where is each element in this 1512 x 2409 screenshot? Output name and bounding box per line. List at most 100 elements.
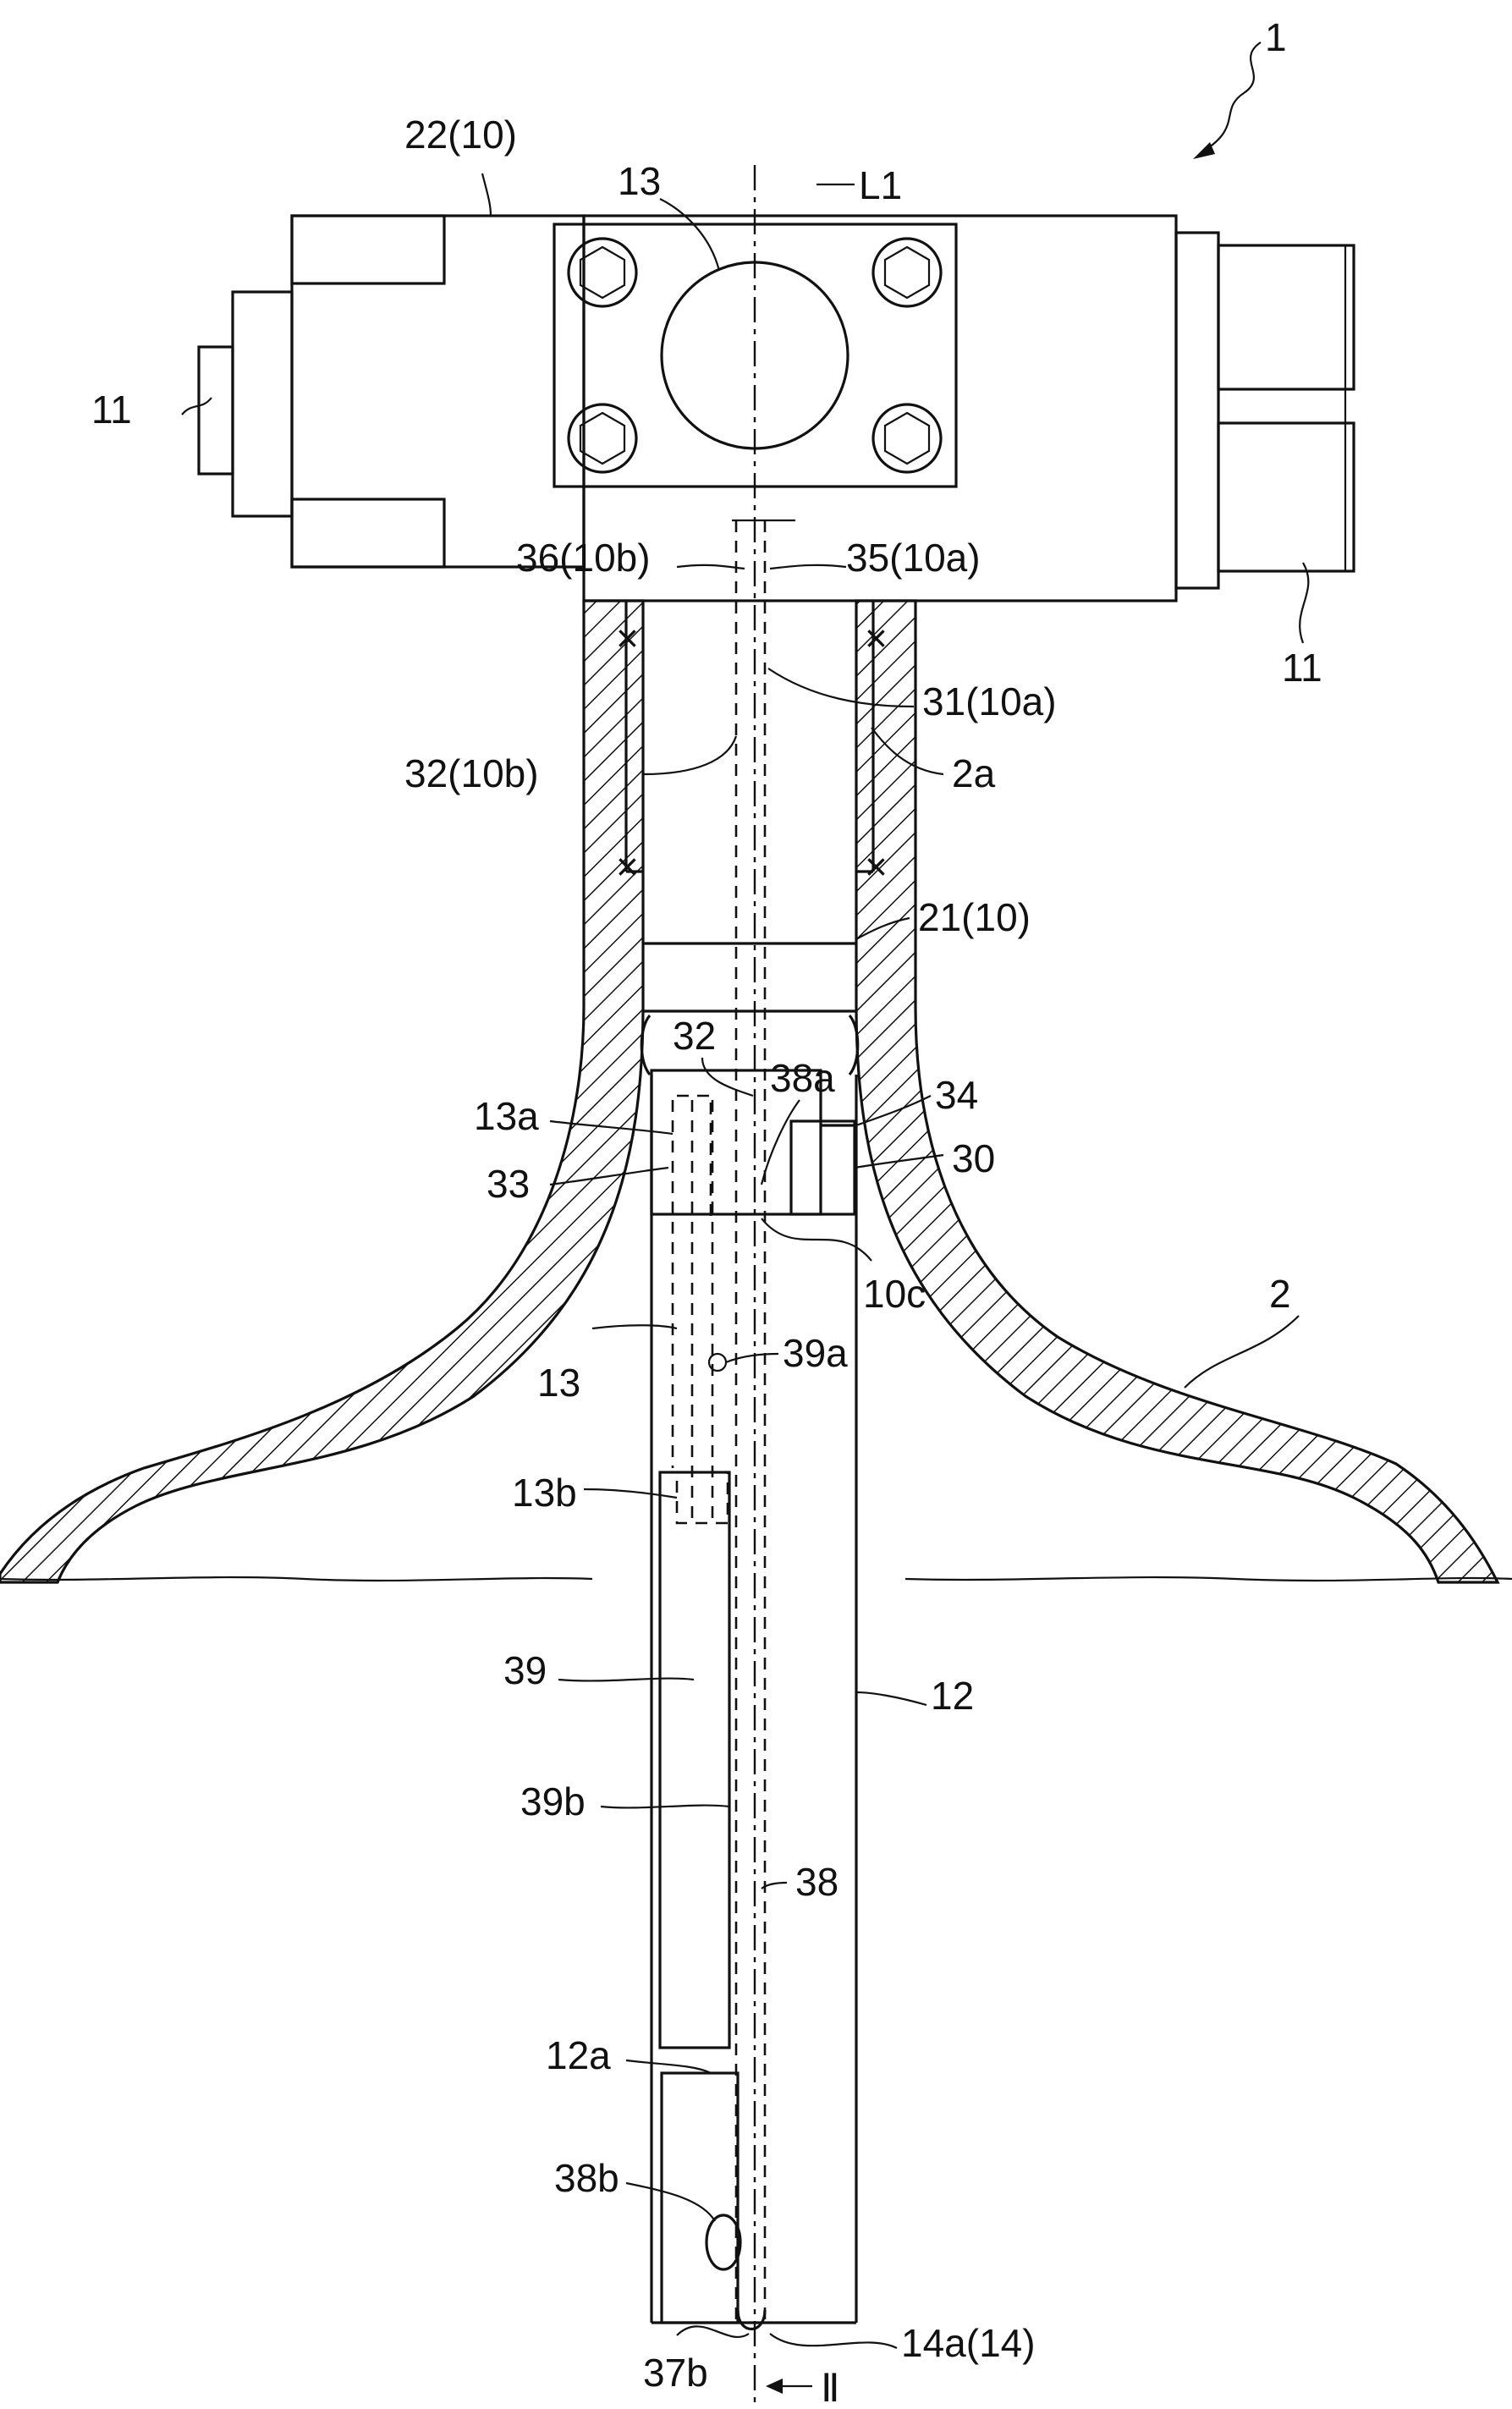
- leader-12a: [625, 2059, 712, 2074]
- section-arrow-head: [766, 2379, 783, 2394]
- arrow-1: [1193, 142, 1215, 159]
- port-38b: [705, 2214, 742, 2271]
- leader-21: [855, 916, 910, 940]
- label-21-10: 21(10): [918, 895, 1031, 939]
- label-38: 38: [795, 1860, 838, 1904]
- leader-14a: [769, 2333, 898, 2349]
- left-fitting-11: [197, 345, 234, 476]
- spool-21: [640, 942, 860, 1076]
- head-left-notch-bottom: [290, 498, 446, 569]
- leader-13-top: [659, 198, 721, 272]
- housing-left-wall: [0, 599, 645, 1584]
- label-34: 34: [935, 1073, 978, 1117]
- seal-mark-tr: ×: [865, 616, 888, 660]
- label-35-10a: 35(10a): [846, 536, 981, 580]
- label-37b: 37b: [643, 2351, 708, 2395]
- leader-39a: [725, 1352, 779, 1364]
- label-13b: 13b: [512, 1471, 577, 1515]
- label-39: 39: [503, 1648, 547, 1692]
- break-line-left: [0, 1576, 593, 1582]
- label-38a: 38a: [770, 1056, 835, 1100]
- label-31-10a: 31(10a): [922, 679, 1057, 723]
- internal-passages: [732, 519, 795, 2327]
- leader-12: [855, 1691, 927, 1707]
- lower-section-12a: [660, 2071, 740, 2324]
- bolt-br: [871, 403, 943, 474]
- leader-13-mid: [591, 1324, 678, 1330]
- leader-31: [767, 668, 915, 708]
- leader-lines: [181, 41, 1310, 2394]
- seal-mark-bl: ×: [616, 844, 639, 888]
- label-38b: 38b: [554, 2156, 619, 2200]
- head-left-extension: [290, 214, 586, 569]
- label-11-right: 11: [1282, 646, 1322, 690]
- leader-1: [1201, 41, 1262, 153]
- leader-38a: [760, 1099, 800, 1185]
- label-14a-14: 14a(14): [901, 2321, 1036, 2365]
- block-30: [650, 1069, 822, 1216]
- leader-34: [855, 1095, 932, 1127]
- right-fitting-11-top: [1217, 244, 1355, 391]
- leader-39: [558, 1677, 695, 1682]
- bolt-tl: [567, 237, 638, 308]
- leader-33: [549, 1166, 669, 1186]
- label-l1: L1: [859, 163, 902, 207]
- head-left-boss: [231, 290, 294, 518]
- leader-32-mid: [701, 1057, 754, 1097]
- leader-36: [676, 564, 745, 570]
- label-13-top: 13: [618, 159, 661, 203]
- right-fitting-flange: [1174, 231, 1220, 590]
- break-line-right: [904, 1576, 1512, 1582]
- housing-right-wall: [855, 599, 1500, 1584]
- housing-section: × × × ×: [0, 599, 1512, 1584]
- bolt-group: [567, 237, 943, 474]
- head-block: [197, 214, 1355, 602]
- label-12: 12: [931, 1674, 974, 1718]
- label-13-mid: 13: [537, 1361, 580, 1405]
- leader-2a: [871, 727, 944, 776]
- seal-mark-tl: ×: [616, 616, 639, 660]
- label-32-10b: 32(10b): [404, 751, 539, 795]
- label-11-left: 11: [91, 388, 132, 432]
- leader-39b: [600, 1804, 730, 1809]
- bolt-bl: [567, 403, 638, 474]
- label-30: 30: [952, 1136, 995, 1180]
- leader-37b: [676, 2325, 750, 2339]
- leader-2: [1184, 1315, 1300, 1389]
- label-12a: 12a: [546, 2033, 611, 2077]
- leader-22: [481, 173, 492, 217]
- groove-right: [848, 1014, 860, 1076]
- label-32: 32: [673, 1014, 716, 1058]
- label-section-ii: Ⅱ: [821, 2366, 840, 2409]
- rod-12: [650, 1069, 858, 2331]
- label-2a: 2a: [952, 751, 996, 795]
- label-33: 33: [487, 1162, 530, 1206]
- leader-32-10b: [642, 735, 738, 776]
- screw-head-13b: [675, 1471, 729, 1525]
- label-36-10b: 36(10b): [516, 536, 651, 580]
- leader-35: [769, 564, 847, 570]
- label-22-10: 22(10): [404, 113, 517, 157]
- screw-13a-outline: [677, 1094, 712, 1218]
- seal-mark-br: ×: [865, 844, 888, 888]
- leader-11-left: [181, 397, 212, 415]
- groove-left: [640, 1014, 652, 1076]
- label-39a: 39a: [783, 1331, 848, 1375]
- label-13a: 13a: [474, 1094, 539, 1138]
- leader-13a: [549, 1119, 674, 1136]
- label-2: 2: [1269, 1272, 1291, 1316]
- head-left-notch-top: [290, 214, 446, 285]
- reference-labels: 1 22(10) 13 L1 11 11 36(10b) 35(10a) 31(…: [91, 15, 1322, 2409]
- recess-39: [658, 1471, 731, 2049]
- leader-38b: [625, 2181, 716, 2222]
- label-10c: 10c: [863, 1272, 926, 1316]
- leader-11-right: [1299, 562, 1310, 644]
- label-39b: 39b: [520, 1779, 586, 1823]
- leader-10c: [761, 1218, 872, 1262]
- outlet-14a: [736, 2309, 767, 2331]
- port-39a: [707, 1352, 728, 1372]
- bolt-tr: [871, 237, 943, 308]
- label-1: 1: [1265, 15, 1287, 59]
- slot-34: [789, 1119, 856, 1216]
